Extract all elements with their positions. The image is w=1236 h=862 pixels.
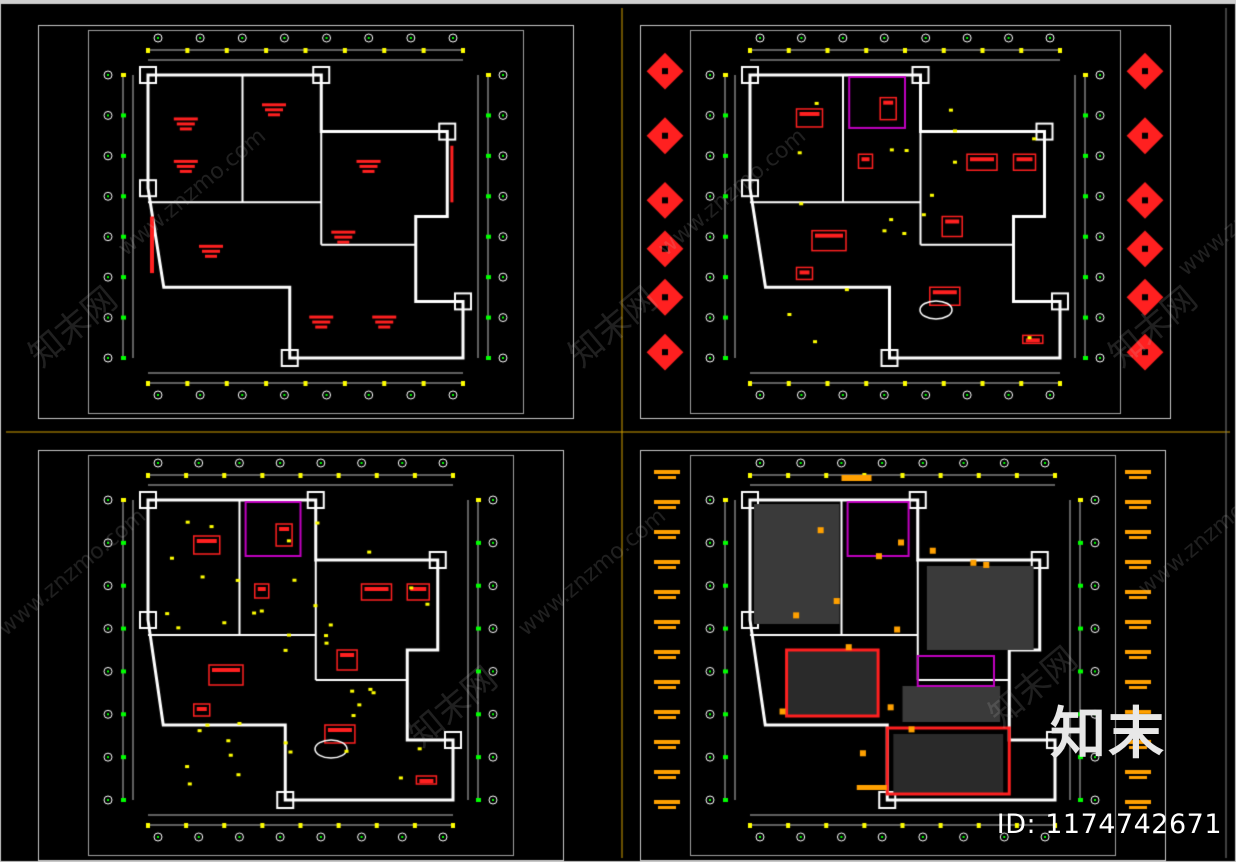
brand-logo: 知末 (1050, 702, 1166, 767)
id-label: ID: 1174742671 (996, 809, 1222, 840)
